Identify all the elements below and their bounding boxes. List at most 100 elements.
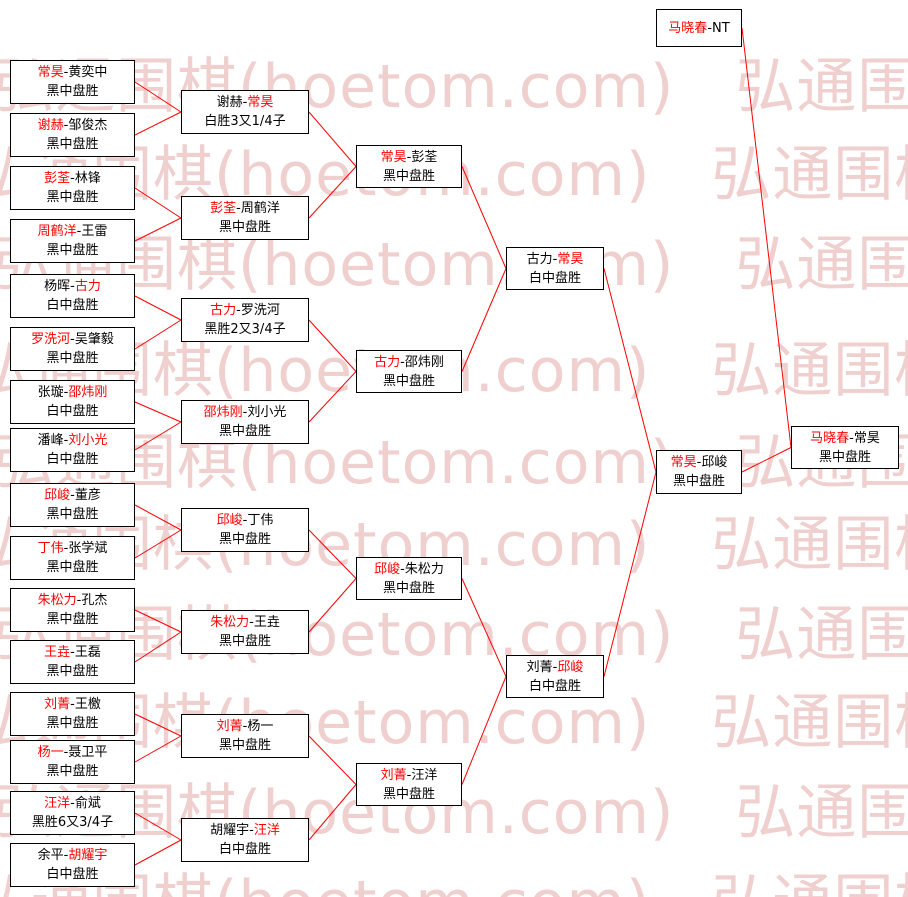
connector-line — [134, 217, 182, 242]
match-box-r1-5: 杨晖-古力白中盘胜 — [10, 274, 135, 318]
players-separator: - — [236, 303, 241, 318]
match-box-r3-3: 邱峻-朱松力黑中盘胜 — [356, 557, 462, 600]
player2-name: 杨一 — [247, 719, 274, 734]
player2-name: 彭荃 — [411, 149, 438, 165]
match-box-r1-9: 邱峻-董彦黑中盘胜 — [10, 483, 135, 527]
connector-line — [134, 319, 182, 350]
player2-name: 王垚 — [253, 615, 280, 630]
player2-name: 聂卫平 — [68, 745, 108, 760]
player1-name: 彭荃 — [44, 171, 71, 186]
match-result: 白中盘胜 — [46, 298, 99, 313]
player2-name: 邵炜刚 — [404, 354, 444, 370]
player2-name: 黄奕中 — [68, 65, 108, 80]
match-players: 周鹤洋-王雷 — [38, 222, 108, 241]
connector-line — [134, 401, 182, 423]
match-box-r3-4: 刘菁-汪洋黑中盘胜 — [356, 763, 462, 806]
players-separator: - — [70, 171, 75, 186]
connector-line — [308, 319, 357, 372]
player1-name: 汪洋 — [44, 796, 71, 811]
player2-name: 孔杰 — [81, 593, 108, 608]
watermark-text: 弘通围棋(hoetom.com) 弘通围棋 — [0, 854, 908, 897]
player2-name: 董彦 — [74, 488, 101, 503]
match-players: 余平-胡耀宇 — [38, 846, 108, 865]
connector-line — [134, 631, 182, 663]
match-result: 黑中盘胜 — [382, 580, 435, 596]
match-players: 刘菁-杨一 — [217, 717, 274, 736]
match-players: 刘菁-邱峻 — [527, 658, 584, 677]
match-result: 黑中盘胜 — [218, 424, 271, 439]
match-players: 谢赫-常昊 — [217, 93, 274, 112]
player2-name: NT — [712, 20, 730, 36]
match-result: 白中盘胜 — [528, 270, 581, 286]
player2-name: 邱峻 — [557, 659, 584, 675]
match-players: 朱松力-孔杰 — [38, 591, 108, 610]
connector-line — [134, 421, 182, 451]
connector-line — [308, 111, 357, 167]
player2-name: 汪洋 — [253, 823, 280, 838]
match-result: 黑中盘胜 — [818, 449, 871, 465]
match-result: 白中盘胜 — [46, 404, 99, 419]
player1-name: 邱峻 — [44, 488, 71, 503]
player1-name: 刘菁 — [380, 767, 407, 783]
match-players: 马晓春-NT — [668, 19, 729, 38]
match-players: 古力-邵炜刚 — [374, 353, 444, 372]
players-separator: - — [849, 430, 854, 446]
match-box-r3-1: 常昊-彭荃黑中盘胜 — [356, 145, 462, 188]
player1-name: 刘菁 — [216, 719, 243, 734]
connector-line — [134, 81, 182, 113]
match-players: 彭荃-周鹤洋 — [210, 199, 280, 218]
match-players: 彭荃-林锋 — [44, 169, 101, 188]
match-result: 白中盘胜 — [46, 452, 99, 467]
players-separator: - — [552, 659, 558, 675]
player1-name: 古力 — [526, 251, 553, 267]
connector-line — [308, 371, 357, 423]
player2-name: 张学斌 — [68, 541, 108, 556]
players-separator: - — [76, 224, 82, 239]
player1-name: 朱松力 — [37, 593, 77, 608]
player2-name: 胡耀宇 — [68, 848, 108, 863]
player1-name: 邵炜刚 — [203, 405, 243, 420]
connector-line — [134, 839, 182, 866]
match-box-r1-14: 杨一-聂卫平黑中盘胜 — [10, 740, 135, 784]
player1-name: 马晓春 — [668, 20, 708, 36]
connector-line — [308, 784, 357, 841]
connector-line — [461, 676, 507, 785]
players-separator: - — [242, 95, 248, 110]
match-box-r1-4: 周鹤洋-王雷黑中盘胜 — [10, 219, 135, 263]
watermark-text: 弘通围棋(hoetom.com) 弘通围棋 — [0, 52, 908, 122]
players-separator: - — [249, 823, 254, 838]
connector-line — [603, 471, 657, 677]
match-result: 黑胜6又3/4子 — [31, 815, 114, 830]
match-result: 白中盘胜 — [218, 842, 271, 857]
connector-line — [134, 529, 182, 559]
match-result: 黑中盘胜 — [46, 664, 99, 679]
player2-name: 林锋 — [74, 171, 101, 186]
match-players: 刘菁-汪洋 — [381, 766, 438, 785]
match-box-r1-13: 刘菁-王檄黑中盘胜 — [10, 692, 135, 736]
match-players: 常昊-彭荃 — [381, 148, 438, 167]
match-result: 黑中盘胜 — [46, 243, 99, 258]
player1-name: 刘菁 — [526, 659, 553, 675]
connector-line — [134, 295, 182, 321]
connector-line — [134, 713, 182, 737]
players-separator: - — [400, 561, 405, 577]
match-result: 黑中盘胜 — [46, 764, 99, 779]
match-box-r2-8: 胡耀宇-汪洋白中盘胜 — [181, 818, 309, 862]
player1-name: 杨一 — [37, 745, 64, 760]
players-separator: - — [70, 332, 75, 347]
match-result: 黑中盘胜 — [218, 634, 271, 649]
match-players: 王垚-王磊 — [44, 643, 101, 662]
player1-name: 朱松力 — [210, 615, 250, 630]
match-result: 黑中盘胜 — [46, 612, 99, 627]
match-players: 邵炜刚-刘小光 — [204, 403, 287, 422]
match-box-r4-1: 古力-常昊白中盘胜 — [506, 247, 604, 290]
match-box-r2-4: 邵炜刚-刘小光黑中盘胜 — [181, 400, 309, 444]
match-players: 邱峻-朱松力 — [374, 560, 444, 579]
player1-name: 丁伟 — [37, 541, 64, 556]
connector-line — [461, 166, 507, 269]
match-box-r3-2: 古力-邵炜刚黑中盘胜 — [356, 350, 462, 393]
match-players: 丁伟-张学斌 — [38, 539, 108, 558]
match-result: 黑中盘胜 — [46, 190, 99, 205]
